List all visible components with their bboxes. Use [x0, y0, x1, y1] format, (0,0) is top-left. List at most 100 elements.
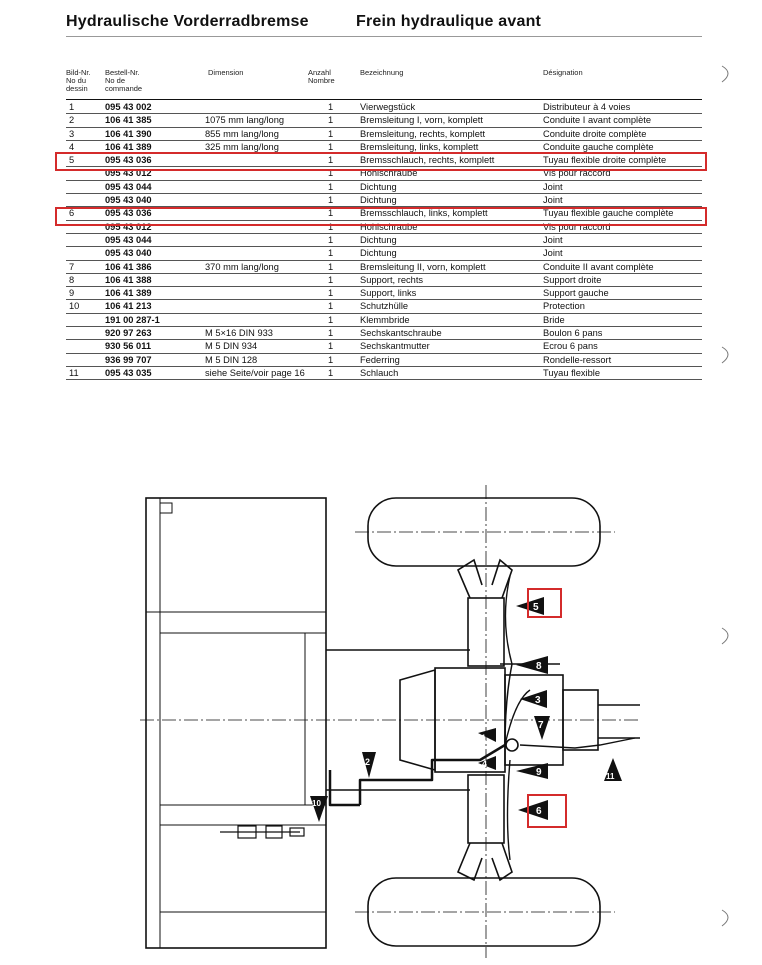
- designation-fr: Joint: [543, 248, 563, 259]
- drawing-number: 2: [69, 115, 75, 126]
- svg-text:7: 7: [538, 720, 544, 731]
- designation-de: Dichtung: [360, 248, 397, 259]
- designation-de: Klemmbride: [360, 314, 410, 325]
- order-number: 191 00 287-1: [105, 314, 160, 325]
- quantity: 1: [328, 341, 334, 352]
- callout-11: 11: [604, 758, 622, 781]
- svg-text:3: 3: [535, 695, 541, 706]
- quantity: 1: [328, 221, 334, 232]
- quantity: 1: [328, 195, 334, 206]
- dimension: 855 mm lang/long: [205, 128, 279, 139]
- callout-3: 3: [520, 690, 547, 708]
- designation-fr: Protection: [543, 301, 585, 312]
- quantity: 1: [328, 181, 334, 192]
- designation-fr: Support droite: [543, 274, 602, 285]
- drawing-number: 11: [69, 367, 79, 378]
- designation-de: Vierwegstück: [360, 102, 416, 112]
- drawing-number: 4: [69, 141, 75, 152]
- designation-de: Sechskantschraube: [360, 328, 442, 339]
- designation-de: Hohlschraube: [360, 221, 418, 232]
- quantity: 1: [328, 248, 334, 259]
- quantity: 1: [328, 328, 334, 339]
- callout-8: 8: [516, 656, 548, 674]
- highlight-callout-6: [527, 794, 567, 828]
- quantity: 1: [328, 354, 334, 365]
- order-number: 095 43 040: [105, 248, 152, 259]
- designation-de: Hohlschraube: [360, 168, 418, 179]
- order-number: 920 97 263: [105, 328, 152, 339]
- designation-de: Bremsleitung, rechts, komplett: [360, 128, 486, 139]
- order-number: 095 43 012: [105, 168, 152, 179]
- highlight-callout-5: [527, 588, 562, 618]
- svg-text:9: 9: [536, 767, 542, 778]
- order-number: 095 43 036: [105, 208, 152, 219]
- quantity: 1: [328, 367, 334, 378]
- drawing-number: 10: [69, 301, 80, 312]
- drawing-number: 9: [69, 288, 75, 299]
- dimension: M 5 DIN 128: [205, 354, 258, 365]
- drawing-number: 7: [69, 261, 75, 272]
- designation-fr: Boulon 6 pans: [543, 328, 603, 339]
- callout-6: 6: [518, 800, 548, 820]
- designation-fr: Support gauche: [543, 288, 609, 299]
- dimension: 370 mm lang/long: [205, 261, 279, 272]
- svg-text:1: 1: [481, 733, 486, 743]
- order-number: 095 43 040: [105, 195, 152, 206]
- drawing-number: 5: [69, 155, 75, 166]
- order-number: 106 41 388: [105, 274, 152, 285]
- quantity: 1: [328, 208, 334, 219]
- order-number: 936 99 707: [105, 354, 152, 365]
- designation-de: Dichtung: [360, 234, 397, 245]
- designation-fr: Joint: [543, 195, 563, 206]
- dimension: M 5 DIN 934: [205, 341, 258, 352]
- table-row: 920 97 263 M 5×16 DIN 933 1 Sechskantschrau…: [66, 327, 702, 341]
- order-number: 106 41 213: [105, 301, 152, 312]
- order-number: 106 41 389: [105, 141, 152, 152]
- designation-fr: Bride: [543, 314, 565, 325]
- dimension: M 5×16 DIN 933: [205, 328, 273, 339]
- drawing-number: 1: [69, 102, 75, 112]
- designation-fr: Vis pour raccord: [543, 221, 611, 232]
- highlight-row-5: [55, 152, 707, 171]
- drawing-number: 3: [69, 128, 75, 139]
- title-french: Frein hydraulique avant: [356, 13, 542, 30]
- title-german: Hydraulische Vorderradbremse: [66, 13, 309, 30]
- callout-2: 2: [362, 752, 376, 778]
- dimension: siehe Seite/voir page 16: [205, 367, 305, 378]
- highlight-row-6: [55, 207, 707, 226]
- svg-text:4: 4: [482, 759, 487, 769]
- designation-fr: Conduite gauche complète: [543, 141, 654, 152]
- header-designation-fr: Désignation: [543, 68, 583, 77]
- quantity: 1: [328, 234, 334, 245]
- drawing-number: 6: [69, 208, 75, 219]
- designation-de: Schutzhülle: [360, 301, 409, 312]
- callout-9: 9: [516, 763, 548, 779]
- designation-fr: Distributeur à 4 voies: [543, 102, 631, 112]
- dimension: 1075 mm lang/long: [205, 115, 285, 126]
- designation-fr: Tuyau flexible gauche complète: [543, 208, 674, 219]
- designation-de: Support, links: [360, 288, 417, 299]
- quantity: 1: [328, 288, 334, 299]
- callout-5: 5: [516, 597, 544, 615]
- designation-fr: Tuyau flexible droite complète: [543, 155, 667, 166]
- designation-fr: Ecrou 6 pans: [543, 341, 598, 352]
- designation-de: Dichtung: [360, 181, 397, 192]
- callout-4: 4: [478, 756, 496, 770]
- order-number: 095 43 035: [105, 367, 152, 378]
